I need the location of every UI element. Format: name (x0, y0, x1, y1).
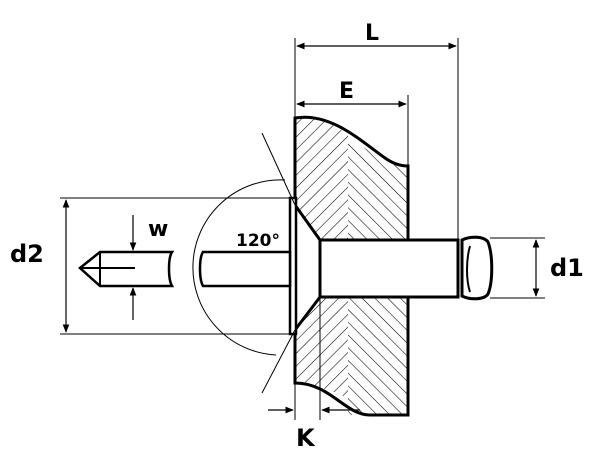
label-L: L (365, 21, 379, 46)
angle-line-upper (261, 132, 296, 206)
angle-annotation: 120° (192, 132, 296, 394)
dimension-d2: d2 (10, 197, 290, 335)
label-K: K (296, 424, 316, 452)
label-E: E (339, 79, 354, 104)
countersink-lower (293, 296, 322, 331)
rivet (288, 196, 494, 336)
dimension-L: L (294, 21, 459, 240)
label-w: w (148, 217, 168, 242)
upper-plate-left (295, 117, 348, 240)
angle-arc (192, 179, 286, 356)
upper-plate-outline (293, 115, 410, 240)
label-d1: d1 (550, 254, 584, 282)
upper-plate-right (348, 135, 408, 240)
angle-line-lower (261, 329, 296, 394)
lower-plate-right (348, 297, 408, 415)
dimension-E: E (296, 79, 409, 166)
lower-plate-left (295, 297, 348, 398)
dimension-w: w (129, 215, 168, 320)
label-d2: d2 (10, 240, 44, 268)
angle-label: 120° (236, 231, 280, 251)
dimension-K: K (268, 297, 360, 452)
dimension-d1: d1 (490, 237, 584, 299)
lower-plate-outline (293, 297, 410, 417)
rivet-body (318, 238, 460, 299)
workpiece (293, 115, 410, 417)
mandrel-right-piece (198, 250, 292, 288)
countersink-upper (293, 204, 322, 241)
rivet-end-inner (466, 245, 471, 293)
mandrel (78, 250, 292, 288)
